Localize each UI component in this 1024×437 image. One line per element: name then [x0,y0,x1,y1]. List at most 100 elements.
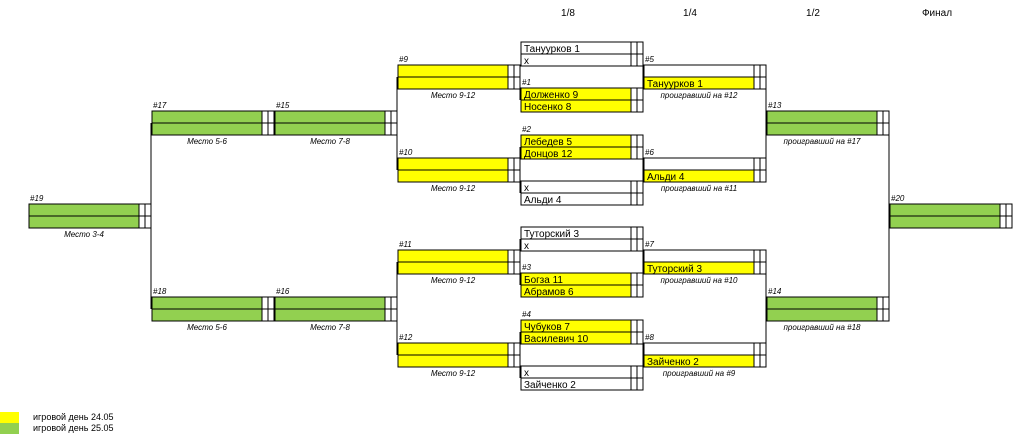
score-cell [753,261,761,275]
legend-swatch-day2 [0,423,19,434]
match-number: #13 [768,101,782,110]
player-cell [520,180,632,194]
player-cell [397,249,509,263]
score-cell [876,296,884,310]
score-cell [999,215,1007,229]
match-sf-13: #13 проигравший на #17 [766,101,890,146]
score-cell [138,215,146,229]
match-note: Место 9-12 [431,184,476,193]
player-cell [766,308,878,322]
match-note: Место 3-4 [64,230,104,239]
player-name: Тануурков 1 [524,44,580,55]
score-cell [630,377,638,391]
player-cell [151,308,263,322]
score-cell [507,76,515,90]
score-cell [630,87,638,101]
score-cell [753,76,761,90]
match-number: #15 [276,101,290,110]
score-cell [759,76,767,90]
player-cell [520,238,632,252]
score-cell [882,308,890,322]
match-number: #1 [522,78,531,87]
player-name: Тануурков 1 [647,79,703,90]
player-name: Носенко 8 [524,102,572,113]
score-cell [513,169,521,183]
match-note: Место 7-8 [310,323,350,332]
match-note: проигравший на #11 [661,184,737,193]
player-name: x [524,56,529,67]
player-name: x [524,183,529,194]
match-number: #5 [645,55,654,64]
player-cell [520,53,632,67]
round-header-1-4: 1/4 [683,8,697,19]
score-cell [636,377,644,391]
match-note: проигравший на #17 [784,137,862,146]
score-cell [630,180,638,194]
score-cell [753,157,761,171]
score-cell [882,122,890,136]
player-cell [274,122,386,136]
score-cell [636,331,644,345]
score-cell [138,203,146,217]
match-note: Место 9-12 [431,369,476,378]
score-cell [267,110,275,124]
score-cell [630,284,638,298]
score-cell [636,319,644,333]
legend-swatch-day1 [0,412,19,423]
score-cell [876,110,884,124]
score-cell [630,192,638,206]
match-number: #7 [645,240,654,249]
player-name: Туторский 3 [647,264,702,275]
match-note: Место 9-12 [431,91,476,100]
score-cell [636,87,644,101]
match-note: Место 7-8 [310,137,350,146]
score-cell [384,308,392,322]
player-cell [397,261,509,275]
match-number: #9 [399,55,408,64]
score-cell [876,308,884,322]
match-note: проигравший на #12 [661,91,739,100]
match-number: #14 [768,287,782,296]
match-note: Место 5-6 [187,137,227,146]
legend: игровой день 24.05 игровой день 25.05 [0,412,113,434]
match-number: #18 [153,287,167,296]
player-name: Василевич 10 [524,334,589,345]
round-header-1-8: 1/8 [561,8,575,19]
score-cell [390,122,398,136]
score-cell [753,169,761,183]
player-name: Богза 11 [524,275,563,286]
player-cell [643,157,755,171]
player-name: Лебедев 5 [524,136,572,148]
score-cell [630,238,638,252]
score-cell [636,284,644,298]
player-cell [28,215,140,229]
match-note: Место 9-12 [431,276,476,285]
player-name: Зайченко 2 [524,380,576,391]
match-number: #3 [522,263,531,272]
match-note: Место 5-6 [187,323,227,332]
player-cell [889,215,1001,229]
score-cell [636,146,644,160]
player-cell [151,110,263,124]
score-cell [630,41,638,55]
match-number: #8 [645,333,654,342]
score-cell [759,169,767,183]
player-cell [397,76,509,90]
player-name: Абрамов 6 [524,286,574,298]
score-cell [636,192,644,206]
player-cell [28,203,140,217]
score-cell [630,331,638,345]
match-number: #20 [891,194,905,203]
score-cell [390,296,398,310]
